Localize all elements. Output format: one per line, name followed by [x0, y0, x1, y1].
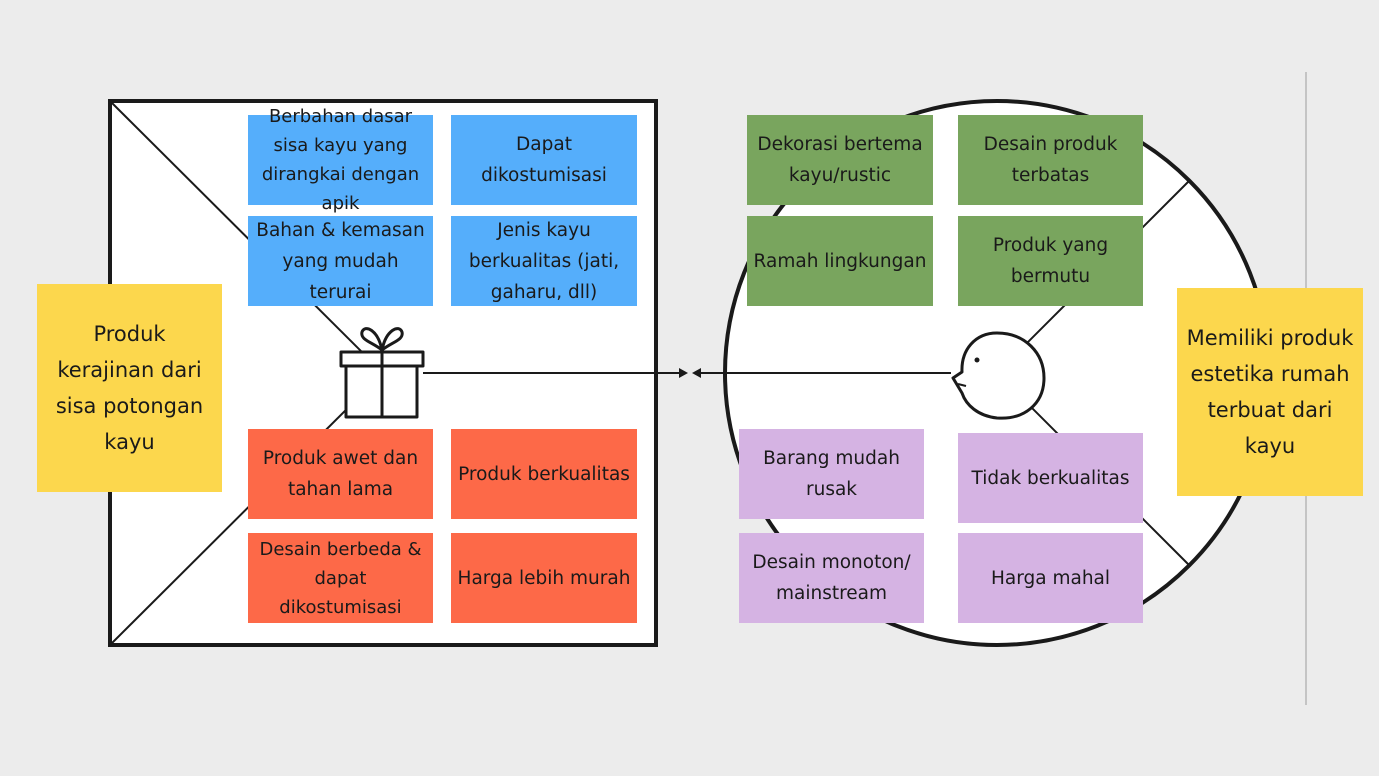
gain-note: Desain produk terbatas	[958, 115, 1143, 205]
pain-reliever-note: Harga lebih murah	[451, 533, 637, 623]
customer-face-icon	[951, 331, 1046, 420]
pain-note: Harga mahal	[958, 533, 1143, 623]
gift-icon	[339, 327, 425, 419]
gain-creator-note: Berbahan dasar sisa kayu yang dirangkai …	[248, 106, 433, 214]
gain-creator-note: Dapat dikostumisasi	[451, 115, 637, 205]
gain-note: Ramah lingkungan	[747, 216, 933, 306]
pain-note: Tidak berkualitas	[958, 433, 1143, 523]
product-note: Produk kerajinan dari sisa potongan kayu	[37, 284, 222, 492]
gain-note: Produk yang bermutu	[958, 216, 1143, 306]
pain-reliever-note: Produk berkualitas	[451, 429, 637, 519]
pain-reliever-note: Produk awet dan tahan lama	[248, 429, 433, 519]
customer-job-note: Memiliki produk estetika rumah terbuat d…	[1177, 288, 1363, 496]
pain-note: Desain monoton/ mainstream	[739, 533, 924, 623]
gain-creator-note: Bahan & kemasan yang mudah terurai	[248, 216, 433, 306]
pain-note: Barang mudah rusak	[739, 429, 924, 519]
fit-connector	[423, 368, 951, 378]
pain-reliever-note: Desain berbeda & dapat dikostumisasi	[248, 533, 433, 623]
gain-creator-note: Jenis kayu berkualitas (jati, gaharu, dl…	[451, 216, 637, 306]
gain-note: Dekorasi bertema kayu/rustic	[747, 115, 933, 205]
